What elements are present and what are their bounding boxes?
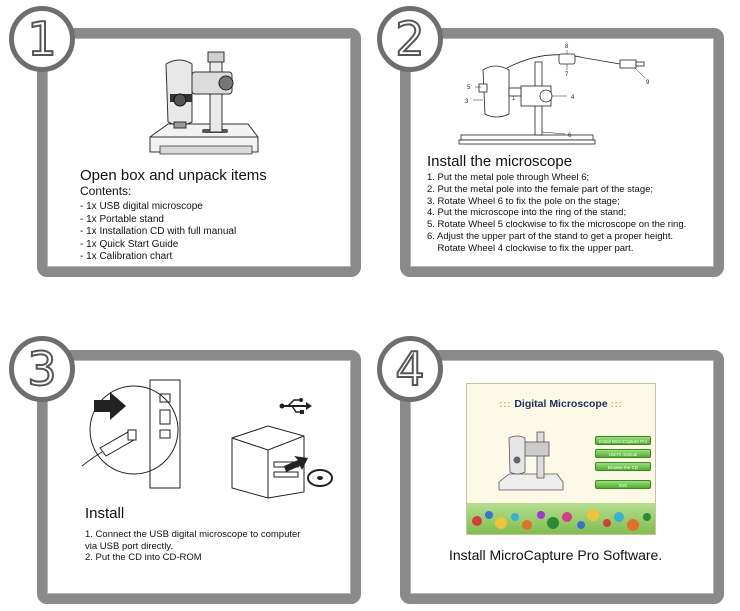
dots-decoration: ::: — [610, 399, 623, 409]
list-item: Rotate Wheel 4 clockwise to fix the uppe… — [427, 242, 634, 254]
list-item: - 1x Quick Start Guide — [80, 238, 179, 250]
label-3: 3 — [465, 99, 469, 105]
list-item: 5. Rotate Wheel 5 clockwise to fix the m… — [427, 219, 687, 231]
step-3-title: Install — [85, 505, 125, 522]
list-item: 2. Put the metal pole into the female pa… — [427, 183, 654, 195]
connection-illustration — [81, 379, 333, 499]
step-1-subtitle: Contents: — [80, 184, 132, 198]
list-item: 6. Adjust the upper part of the stand to… — [427, 230, 674, 242]
list-item: - 1x Calibration chart — [80, 251, 173, 262]
label-6: 6 — [568, 133, 572, 139]
dots-decoration: ::: — [499, 399, 512, 409]
exit-button[interactable]: Exit — [595, 480, 651, 489]
label-7: 7 — [565, 72, 569, 78]
assembly-diagram: 1 3 4 5 6 7 8 9 — [458, 44, 650, 145]
list-item: 3. Rotate Wheel 6 to fix the pole on the… — [427, 195, 620, 207]
step-2-panel — [400, 28, 724, 277]
list-item: 2. Put the CD into CD-ROM — [85, 552, 202, 563]
list-item: via USB port directly. — [85, 540, 173, 552]
step-2-number: 2 — [377, 6, 443, 72]
list-item: 1. Connect the USB digital microscope to… — [85, 529, 301, 540]
users-manual-button[interactable]: User's manual — [595, 449, 651, 458]
microscope-illustration — [149, 51, 259, 155]
label-4: 4 — [571, 95, 575, 101]
step-4-number: 4 — [377, 336, 443, 402]
step-1-title: Open box and unpack items — [80, 167, 267, 184]
step-1-number: 1 — [9, 6, 75, 72]
software-installer-screen: ::: Digital Microscope ::: Install Micro… — [466, 383, 656, 535]
step-2-title: Install the microscope — [427, 153, 573, 170]
step-4-caption: Install MicroCapture Pro Software. — [449, 547, 663, 563]
list-item: 4. Put the microscope into the ring of t… — [427, 207, 627, 219]
bubbles-decoration — [472, 509, 651, 531]
step-3-instructions: 1. Connect the USB digital microscope to… — [85, 529, 300, 564]
screen-footer-decoration — [467, 503, 655, 534]
microscope-thumbnail — [498, 431, 564, 491]
list-item: - 1x USB digital microscope — [80, 201, 203, 212]
browse-cd-button[interactable]: Browse the CD — [595, 462, 651, 471]
screen-title-text: Digital Microscope — [514, 398, 608, 410]
label-9: 9 — [646, 80, 650, 86]
list-item: 1. Put the metal pole through Wheel 6; — [427, 172, 590, 183]
step-3-number: 3 — [9, 336, 75, 402]
label-5: 5 — [467, 85, 471, 91]
step-1-contents-list: - 1x USB digital microscope - 1x Portabl… — [80, 201, 236, 264]
list-item: - 1x Portable stand — [80, 213, 164, 225]
step-1-panel — [37, 28, 361, 277]
label-1: 1 — [512, 96, 516, 102]
install-microcapture-button[interactable]: Install MicroCapture Pro — [595, 436, 651, 445]
usb-icon — [279, 398, 312, 414]
step-2-instructions: 1. Put the metal pole through Wheel 6; 2… — [427, 172, 686, 255]
label-8: 8 — [565, 44, 569, 50]
screen-title: ::: Digital Microscope ::: — [473, 398, 649, 410]
list-item: - 1x Installation CD with full manual — [80, 226, 237, 237]
arrow-icon — [94, 392, 126, 420]
step-3-panel — [37, 350, 361, 604]
